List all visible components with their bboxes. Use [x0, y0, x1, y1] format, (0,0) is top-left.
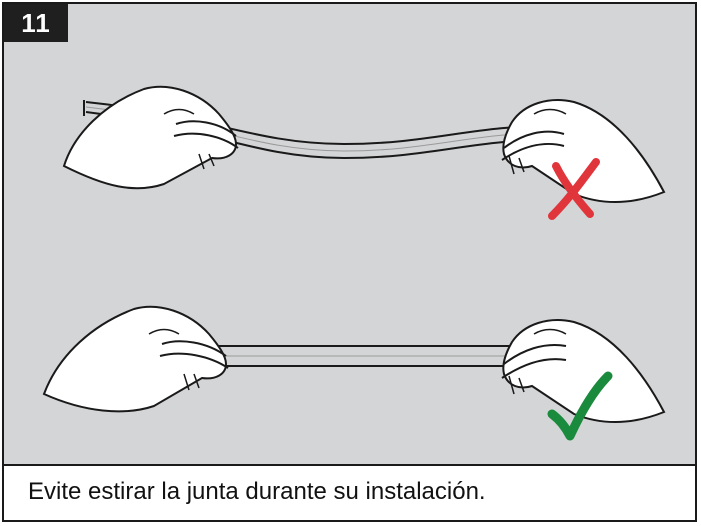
left-hand-icon	[62, 85, 239, 190]
illustration-panel: 11	[4, 4, 695, 466]
instruction-caption: Evite estirar la junta durante su instal…	[28, 478, 486, 505]
green-checkmark-icon	[547, 371, 613, 441]
left-hand-icon	[42, 305, 229, 413]
incorrect-scene	[4, 74, 695, 234]
step-number-badge: 11	[4, 4, 68, 42]
relaxed-gasket-illustration	[42, 305, 666, 441]
correct-scene	[4, 294, 695, 454]
stretched-gasket-illustration	[62, 85, 666, 220]
right-hand-icon	[501, 99, 666, 203]
right-hand-icon	[501, 319, 666, 423]
red-x-icon	[548, 158, 600, 220]
